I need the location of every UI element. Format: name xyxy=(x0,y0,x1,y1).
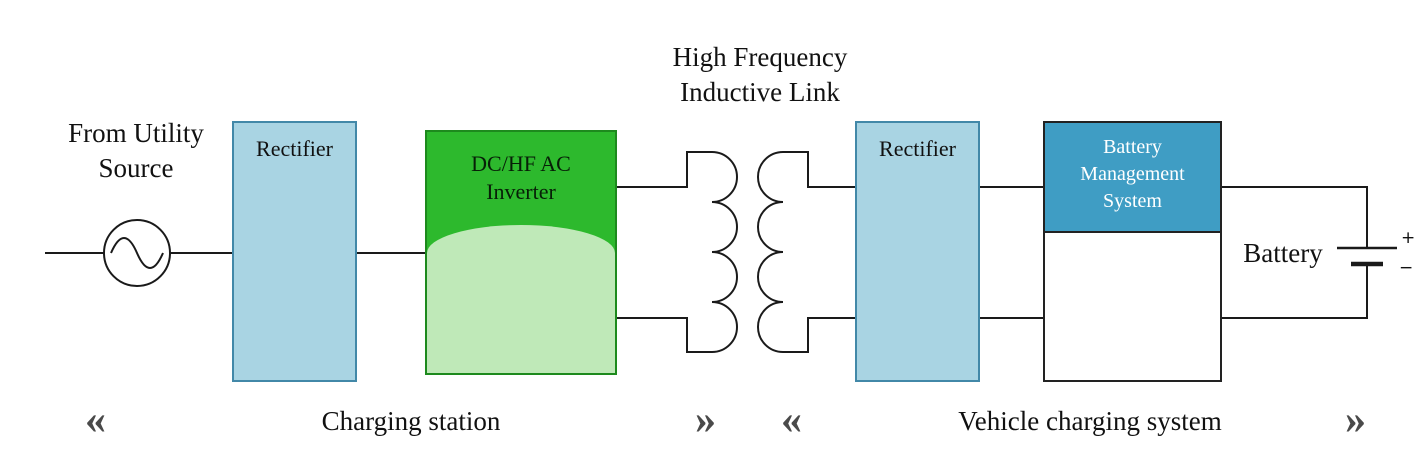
wire-bms-to-battery-top xyxy=(1222,186,1368,248)
caption-vehicle-system: Vehicle charging system xyxy=(958,406,1222,436)
marker-left-charging: « xyxy=(85,397,106,443)
marker-right-charging: » xyxy=(695,397,716,443)
battery-label: Battery xyxy=(1243,238,1323,268)
wire-coil-right-top xyxy=(783,151,855,188)
hf-link-line2: Inductive Link xyxy=(680,77,840,107)
rectifier2-title: Rectifier xyxy=(879,136,956,161)
wire-inverter-bottom xyxy=(617,317,712,353)
inverter-title-line2: Inverter xyxy=(486,179,556,204)
caption-charging-station: Charging station xyxy=(321,406,501,436)
utility-source-line2: Source xyxy=(98,153,174,183)
bms-title: Battery Management System xyxy=(1045,123,1220,233)
inverter-title-line1: DC/HF AC xyxy=(471,151,571,176)
utility-source-line1: From Utility xyxy=(68,118,204,148)
wire-inverter-top xyxy=(617,151,712,188)
wire-bms-to-battery-bottom xyxy=(1222,264,1368,319)
bms-box: Battery Management System xyxy=(1043,121,1222,382)
hf-link-label: High Frequency Inductive Link xyxy=(610,40,910,110)
ac-sine-icon xyxy=(110,237,164,269)
utility-source-label: From Utility Source xyxy=(26,116,246,186)
inverter-dome xyxy=(427,225,615,373)
rectifier1-box: Rectifier xyxy=(232,121,357,382)
coil-right-icon xyxy=(757,151,784,353)
rectifier1-title: Rectifier xyxy=(256,136,333,161)
battery-minus-sign: − xyxy=(1399,258,1414,278)
battery-plus-sign: + xyxy=(1401,228,1416,248)
bms-title-line1: Battery xyxy=(1103,136,1162,158)
bms-title-line3: System xyxy=(1103,190,1162,212)
rectifier2-box: Rectifier xyxy=(855,121,980,382)
hf-link-line1: High Frequency xyxy=(672,42,848,72)
marker-right-vehicle: » xyxy=(1345,397,1366,443)
wire-coil-right-bottom xyxy=(783,317,855,353)
marker-left-vehicle: « xyxy=(781,397,802,443)
bms-title-line2: Management xyxy=(1080,163,1185,185)
inverter-title: DC/HF AC Inverter xyxy=(427,150,615,206)
coil-left-icon xyxy=(711,151,738,353)
inverter-box: DC/HF AC Inverter xyxy=(425,130,617,375)
